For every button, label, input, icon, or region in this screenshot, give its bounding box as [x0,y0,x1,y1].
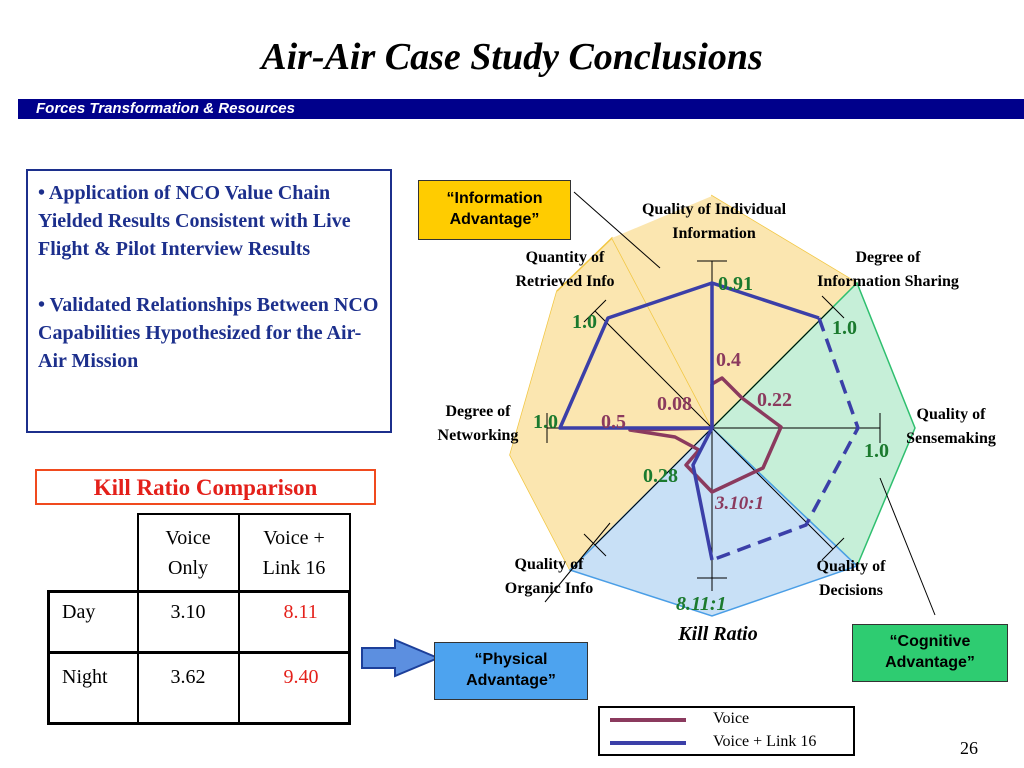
tick-quantity-retrieved [583,299,607,323]
legend-swatch-voice [610,718,686,722]
bullet-box: • Application of NCO Value Chain Yielded… [26,169,392,433]
value-label-quantity-1-0: 1.0 [572,311,597,333]
axis-label-quality-organic-2: Organic Info [505,580,593,597]
pointer-physical-advantage [544,522,611,603]
value-label-0-08: 0.08 [657,393,692,415]
value-label-0-22: 0.22 [757,389,792,411]
row-label-night: Night [47,652,139,725]
header-voice-only-line2: Only [168,556,208,579]
tick-degree-sharing [821,295,845,319]
axis-label-degree-sharing-2: Information Sharing [817,273,959,290]
axis-label-quality-sensemaking-1: Quality of [917,406,987,423]
banner: Forces Transformation & Resources [18,99,1024,119]
value-label-networking-1-0: 1.0 [533,411,558,433]
value-label-0-5: 0.5 [601,411,626,433]
value-label-sharing-1-0: 1.0 [832,317,857,339]
row-label-day: Day [47,590,139,654]
axis-quantity-retrieved [594,310,713,429]
legend-item-link16: Voice + Link 16 [600,732,853,754]
axis-label-quality-decisions-2: Decisions [819,582,883,599]
axis-label-quality-individual-1: Quality of Individual [642,201,787,218]
axis-label-quality-individual-2: Information [672,225,756,242]
pointer-cognitive-advantage [879,477,936,616]
arrow-left-icon [361,638,441,678]
axis-label-quality-sensemaking-2: Sensemaking [906,430,996,447]
day-link16-value: 8.11 [238,590,351,654]
value-label-8-11: 8.11:1 [676,593,727,615]
legend-item-voice: Voice [600,709,853,731]
header-voice-only: Voice Only [136,513,240,592]
information-advantage-sector-fill [510,196,857,570]
axis-label-quality-organic-1: Quality of [515,556,585,573]
link16-series-line-lower [558,281,714,561]
page-number: 26 [960,738,978,758]
header-link16: Voice + Link 16 [237,513,351,592]
night-voice-value: 3.62 [137,652,240,725]
physical-advantage-line1: “Physical [474,651,548,668]
kill-ratio-table: Voice Only Voice + Link 16 Day 3.10 8.11… [47,513,351,725]
banner-text: Forces Transformation & Resources [36,100,295,117]
axis-degree-sharing [711,306,834,429]
day-voice-value: 3.10 [137,590,240,654]
information-advantage-tag: “Information Advantage” [418,180,571,240]
header-voice-only-line1: Voice [165,526,211,549]
night-link16-value: 9.40 [238,652,351,725]
axis-label-degree-networking-1: Degree of [446,403,512,420]
legend-label-link16: Voice + Link 16 [713,733,817,750]
tick-quality-decisions [821,537,845,561]
value-label-0-4: 0.4 [716,349,741,371]
value-label-sensemaking-1-0: 1.0 [864,440,889,462]
slide-title: Air-Air Case Study Conclusions [261,36,763,78]
axis-label-degree-sharing-1: Degree of [856,249,922,266]
pointer-information-advantage [573,191,661,269]
legend-label-voice: Voice [713,710,750,727]
bullet-nco-value-chain: • Application of NCO Value Chain Yielded… [38,182,351,260]
tick-quality-organic [583,533,607,557]
bullet-validated-relationships: • Validated Relationships Between NCO Ca… [38,294,379,372]
header-link16-line2: Link 16 [262,556,326,579]
information-advantage-line2: Advantage” [449,211,540,228]
legend: Voice Voice + Link 16 [598,706,855,756]
kill-ratio-title: Kill Ratio Comparison [35,469,376,505]
value-label-0-28: 0.28 [643,465,678,487]
physical-advantage-tag: “Physical Advantage” [434,642,588,700]
value-label-3-10: 3.10:1 [714,493,764,514]
cognitive-advantage-line1: “Cognitive [889,633,971,650]
cognitive-advantage-line2: Advantage” [885,654,975,671]
header-link16-line1: Voice + [263,526,325,549]
cognitive-advantage-tag: “Cognitive Advantage” [852,624,1008,682]
legend-swatch-link16 [610,741,686,745]
table-header-row: Voice Only Voice + Link 16 [49,513,351,592]
axis-label-quality-decisions-1: Quality of [817,558,887,575]
table-row: Day 3.10 8.11 [47,590,351,654]
axis-label-quantity-retrieved-1: Quantity of [526,249,605,266]
table-row: Night 3.62 9.40 [47,652,351,725]
link16-series-dashed [711,317,860,562]
value-label-0-91: 0.91 [718,273,753,295]
information-advantage-line1: “Information [446,190,543,207]
axis-quality-decisions [711,427,834,550]
physical-advantage-line2: Advantage” [466,672,556,689]
axis-label-degree-networking-2: Networking [438,427,519,444]
axis-label-kill-ratio: Kill Ratio [677,623,757,645]
axis-label-quantity-retrieved-2: Retrieved Info [515,273,614,290]
